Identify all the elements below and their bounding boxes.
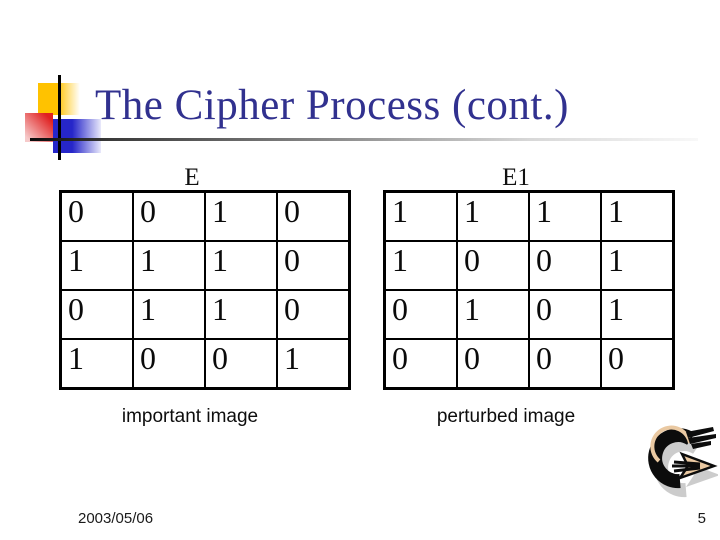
matrix-cell: 1 [456, 190, 530, 242]
table-e-label: E [184, 164, 200, 191]
matrix-cell: 1 [456, 289, 530, 340]
matrix-cell: 0 [204, 338, 278, 390]
matrix-cell: 1 [204, 190, 278, 242]
matrix-cell: 0 [383, 338, 458, 390]
table-e1-label: E1 [502, 164, 530, 191]
matrix-table-e: 0 0 1 0 1 1 1 0 0 1 1 0 1 0 0 1 [59, 190, 351, 390]
footer-date: 2003/05/06 [78, 510, 154, 527]
matrix-cell: 1 [59, 240, 134, 291]
slide-title: The Cipher Process (cont.) [95, 82, 569, 129]
matrix-table-e1: 1 1 1 1 1 0 0 1 0 1 0 1 0 0 0 0 [383, 190, 675, 390]
matrix-cell: 0 [456, 240, 530, 291]
matrix-cell: 1 [383, 190, 458, 242]
title-underline-rule [30, 138, 698, 141]
matrix-cell: 0 [59, 289, 134, 340]
matrix-cell: 1 [204, 240, 278, 291]
matrix-cell: 0 [600, 338, 675, 390]
matrix-cell: 0 [59, 190, 134, 242]
caption-perturbed-image: perturbed image [436, 406, 576, 427]
matrix-cell: 1 [132, 289, 206, 340]
matrix-cell: 0 [276, 289, 351, 340]
matrix-cell: 1 [276, 338, 351, 390]
logo-vertical-line [58, 75, 61, 160]
matrix-cell: 1 [204, 289, 278, 340]
page-number: 5 [697, 510, 706, 527]
table-row: 0 0 0 0 [383, 338, 675, 390]
table-row: 1 1 1 1 [383, 190, 675, 242]
logo-blue-square [53, 119, 101, 153]
table-row: 0 1 1 0 [59, 289, 351, 340]
matrix-cell: 0 [528, 289, 602, 340]
matrix-cell: 1 [528, 190, 602, 242]
table-row: 1 0 0 1 [383, 240, 675, 291]
table-row: 1 1 1 0 [59, 240, 351, 291]
matrix-cell: 1 [59, 338, 134, 390]
matrix-cell: 0 [528, 240, 602, 291]
matrix-cell: 0 [276, 190, 351, 242]
matrix-cell: 0 [132, 338, 206, 390]
matrix-cell: 0 [383, 289, 458, 340]
table-row: 1 0 0 1 [59, 338, 351, 390]
curved-arrow-icon [636, 423, 720, 499]
logo-red-square [25, 113, 53, 142]
matrix-cell: 0 [528, 338, 602, 390]
matrix-cell: 1 [600, 240, 675, 291]
matrix-cell: 0 [132, 190, 206, 242]
matrix-cell: 1 [600, 289, 675, 340]
matrix-cell: 1 [600, 190, 675, 242]
table-row: 0 0 1 0 [59, 190, 351, 242]
matrix-cell: 0 [456, 338, 530, 390]
caption-important-image: important image [121, 406, 259, 427]
matrix-cell: 0 [276, 240, 351, 291]
table-row: 0 1 0 1 [383, 289, 675, 340]
matrix-cell: 1 [383, 240, 458, 291]
matrix-cell: 1 [132, 240, 206, 291]
